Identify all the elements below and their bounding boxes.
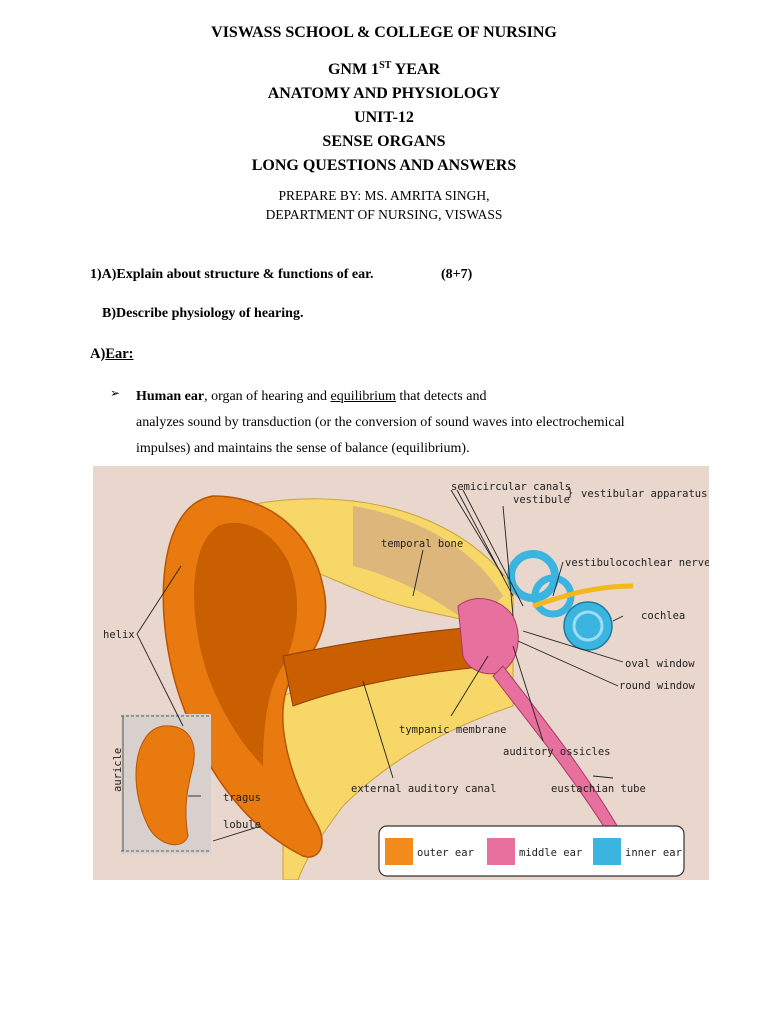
question-1-marks: (8+7) <box>441 267 473 282</box>
vestibulocochlear-nerve-shape <box>532 583 634 609</box>
label-vestibule: vestibule <box>513 494 570 506</box>
ear-anatomy-figure: semicircular canals vestibule } vestibul… <box>93 466 709 880</box>
legend-swatch-outer-ear <box>385 838 413 865</box>
text-part: that detects and <box>395 389 487 404</box>
label-temporal-bone: temporal bone <box>381 538 463 550</box>
department: DEPARTMENT OF NURSING, VISWASS <box>265 207 503 222</box>
year-prefix: GNM 1 <box>327 61 380 78</box>
label-eustachian-tube: eustachian tube <box>551 783 646 795</box>
unit-title: UNIT-12 <box>354 109 414 126</box>
answer-label: Ear: <box>105 346 134 362</box>
legend-label-inner-ear: inner ear <box>625 847 682 859</box>
section-title: LONG QUESTIONS AND ANSWERS <box>251 157 517 174</box>
answer-paragraph: Human ear, organ of hearing and equilibr… <box>136 384 696 462</box>
leader-lines <box>136 489 624 842</box>
label-helix: helix <box>103 629 135 641</box>
brace-icon: } <box>567 487 573 499</box>
course-year: GNM 1ST YEAR <box>0 60 768 79</box>
legend-label-outer-ear: outer ear <box>417 847 474 859</box>
label-oval-window: oval window <box>625 658 695 670</box>
answer-prefix: A) <box>90 346 106 362</box>
year-suffix: YEAR <box>391 61 441 78</box>
legend-swatch-inner-ear <box>593 838 621 865</box>
topic-title: SENSE ORGANS <box>322 133 446 150</box>
middle-ear-shape <box>457 598 519 675</box>
label-semicircular-canals: semicircular canals <box>451 481 571 493</box>
question-1b: B)Describe physiology of hearing. <box>102 306 304 321</box>
label-cochlea: cochlea <box>641 610 685 622</box>
label-auricle: auricle <box>112 748 124 792</box>
bold-term: Human ear <box>136 389 205 404</box>
concha <box>194 522 298 766</box>
legend-label-middle-ear: middle ear <box>519 847 582 859</box>
school-name: VISWASS SCHOOL & COLLEGE OF NURSING <box>211 24 557 41</box>
paragraph-line-1: Human ear, organ of hearing and equilibr… <box>136 384 696 410</box>
subject-title: ANATOMY AND PHYSIOLOGY <box>267 85 501 102</box>
arrow-bullet-icon: ➢ <box>110 386 121 400</box>
equilibrium-link[interactable]: equilibrium <box>330 389 396 404</box>
paragraph-line-2: analyzes sound by transduction (or the c… <box>136 415 625 430</box>
text-part: , organ of hearing and <box>204 389 331 404</box>
auricle-inset-ear <box>135 725 195 846</box>
label-auditory-ossicles: auditory ossicles <box>503 746 610 758</box>
label-vestibulocochlear-nerve: vestibulocochlear nerve <box>565 557 709 569</box>
mastoid-texture <box>353 506 503 626</box>
cochlea-spiral <box>572 610 604 642</box>
label-lobule: lobule <box>223 819 261 831</box>
paragraph-line-3: impulses) and maintains the sense of bal… <box>136 441 470 456</box>
question-1a: 1)A)Explain about structure & functions … <box>90 267 374 282</box>
label-external-auditory-canal: external auditory canal <box>351 783 496 795</box>
year-superscript: ST <box>379 60 392 71</box>
answer-heading: A)Ear: <box>90 346 134 363</box>
label-round-window: round window <box>619 680 696 692</box>
prepared-by: PREPARE BY: MS. AMRITA SINGH, <box>278 188 490 203</box>
label-vestibular-apparatus: vestibular apparatus <box>581 488 707 500</box>
label-tragus: tragus <box>223 792 261 804</box>
label-tympanic-membrane: tympanic membrane <box>399 724 506 736</box>
legend-swatch-middle-ear <box>487 838 515 865</box>
cochlea-shape <box>563 601 613 651</box>
figure-legend: outer ear middle ear inner ear <box>378 825 685 877</box>
